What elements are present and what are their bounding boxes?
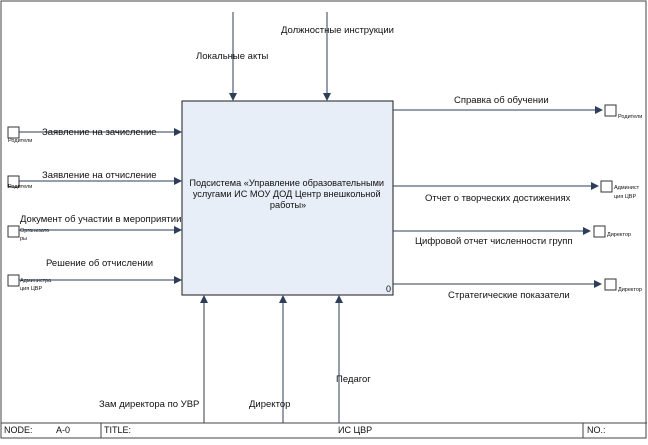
footer-node-value: A-0 <box>56 425 70 435</box>
control-label-lokalnye: Локальные акты <box>196 51 269 62</box>
input-tunnel-box <box>7 126 20 139</box>
input-tunnel-label-line: ция ЦВР <box>20 286 42 292</box>
output-tunnel-label-line: Админист <box>614 185 640 191</box>
input-tunnel-label: Администра ция ЦВР <box>20 278 53 292</box>
activity-box <box>181 100 394 296</box>
input-tunnel-box <box>7 274 20 287</box>
output-tunnel-label: Родители <box>618 114 642 120</box>
footer-node-label: NODE: <box>4 425 33 435</box>
output-tunnel-box <box>604 278 617 291</box>
activity-title-line: Подсистема «Управление образовательными <box>189 178 384 188</box>
mechanism-label-pedagog: Педагог <box>336 374 371 385</box>
activity-box-number: 0 <box>386 284 391 294</box>
activity-box-title: Подсистема «Управление образовательными … <box>189 178 386 210</box>
output-label-tvorcheskie: Отчет о творческих достижениях <box>425 193 571 204</box>
output-tunnel-box <box>593 225 606 238</box>
footer-no-label: NO.: <box>587 425 606 435</box>
input-label-otchislenie: Заявление на отчисление <box>42 170 157 181</box>
mechanism-label-direktor: Директор <box>249 399 290 410</box>
output-label-spravka: Справка об обучении <box>454 95 549 106</box>
output-tunnel-label-line: ция ЦВР <box>614 194 636 200</box>
input-tunnel-label: Организато ры <box>20 228 51 242</box>
output-tunnel-label: Директор <box>618 287 642 293</box>
input-tunnel-label-line: Организато <box>20 228 49 234</box>
input-tunnel-box <box>7 225 20 238</box>
input-tunnel-label: Родители <box>8 184 32 190</box>
output-tunnel-box <box>600 180 613 193</box>
activity-title-line: работы» <box>270 200 306 210</box>
mechanism-label-zam: Зам директора по УВР <box>99 399 199 410</box>
footer-title-value: ИС ЦВР <box>338 425 372 435</box>
footer-title-label: TITLE: <box>104 425 131 435</box>
input-tunnel-label-line: Администра <box>20 278 52 284</box>
output-tunnel-label: Админист ция ЦВР <box>614 185 641 200</box>
output-label-strategicheskie: Стратегические показатели <box>448 290 570 301</box>
input-label-zachislenie: Заявление на зачисление <box>42 127 157 138</box>
output-tunnel-box <box>604 104 617 117</box>
output-label-cifrovoy: Цифровой отчет численности групп <box>415 236 573 247</box>
output-tunnel-label: Директор <box>607 232 631 238</box>
control-label-dolzhnostnye: Должностные инструкции <box>281 25 394 36</box>
activity-title-line: услугами ИС МОУ ДОД Центр внешкольной <box>193 189 381 199</box>
input-label-reshenie: Решение об отчислении <box>46 258 153 269</box>
input-label-meropriyatie: Документ об участии в мероприятии <box>20 214 181 225</box>
input-tunnel-label: Родители <box>8 138 32 144</box>
input-tunnel-label-line: ры <box>20 236 27 242</box>
